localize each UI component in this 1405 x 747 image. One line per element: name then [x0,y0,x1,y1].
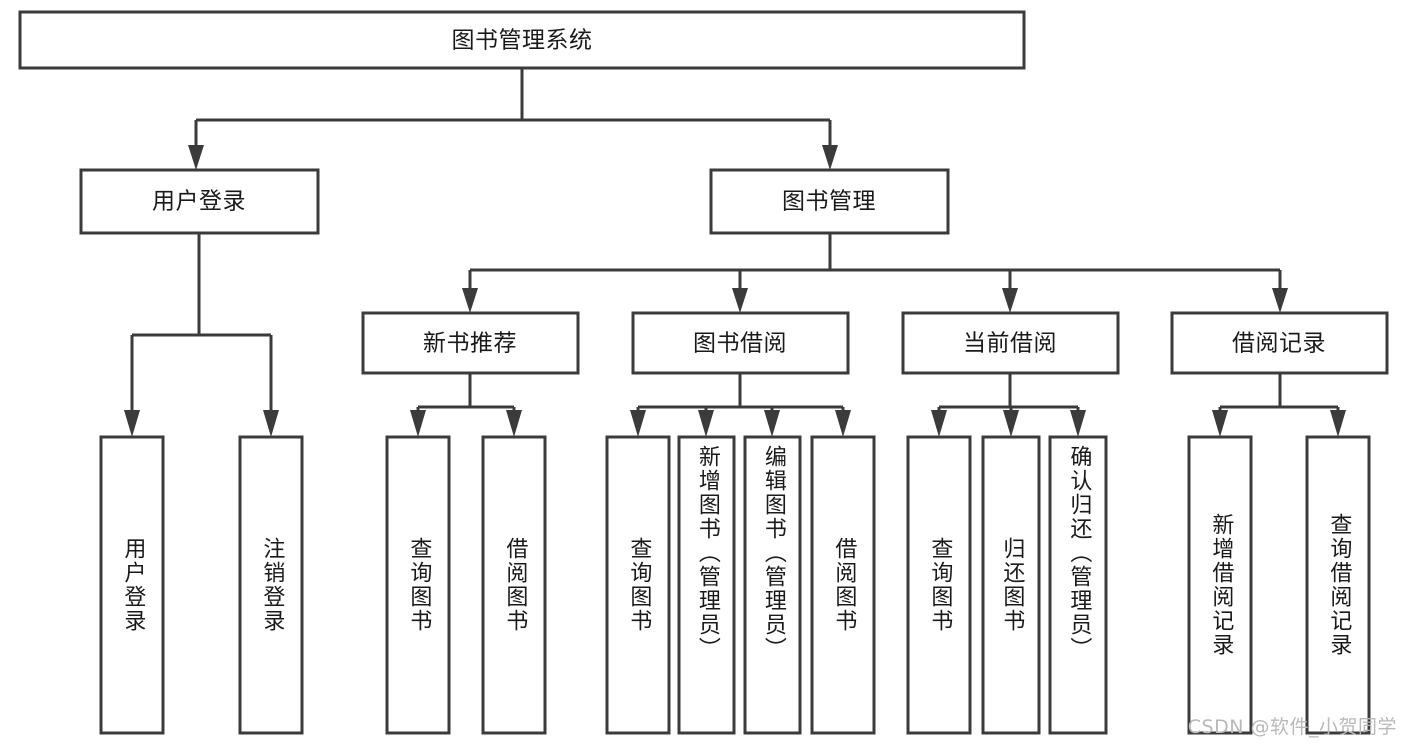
connector-layer [124,68,1346,437]
node-user-login-box[interactable] [79,168,320,235]
node-leaf-add-book-box[interactable] [677,435,736,735]
arrow-root-to-user-login-icon [188,145,204,170]
arrow-br-leaf-2-icon [1330,410,1346,437]
arrow-to-borrow-record-icon [1272,288,1288,313]
node-current-borrow[interactable]: 当前借阅 [901,311,1120,375]
node-book-borrow[interactable]: 图书借阅 [631,311,850,375]
node-book-manage-box[interactable] [709,168,950,235]
node-new-book-recommend-label: 新书推荐 [423,331,517,357]
arrow-bb-leaf-2-icon [698,410,714,437]
node-book-borrow-box[interactable] [631,311,850,375]
node-leaf-logout-box[interactable] [238,435,304,735]
arrow-cb-leaf-3-icon [1070,410,1086,437]
arrow-bb-leaf-1-icon [630,410,646,437]
node-book-borrow-label: 图书借阅 [693,331,787,357]
node-leaf-edit-book-box[interactable] [743,435,802,735]
arrow-to-new-book-recommend-icon [462,288,478,313]
node-current-borrow-box[interactable] [901,311,1120,375]
arrow-nbr-leaf-2-icon [506,410,522,437]
node-root-box[interactable] [18,10,1026,70]
arrow-nbr-leaf-1-icon [410,410,426,437]
node-leaf-borrow-book-1-box[interactable] [481,435,547,735]
node-leaf-add-record-box[interactable] [1187,435,1253,735]
node-current-borrow-label: 当前借阅 [963,331,1057,357]
node-leaf-query-record-box[interactable] [1305,435,1371,735]
node-leaf-borrow-book-2-box[interactable] [810,435,876,735]
node-borrow-record-box[interactable] [1170,311,1389,375]
leaf-box-layer [99,435,1371,735]
node-leaf-query-book-2-box[interactable] [605,435,671,735]
arrow-bb-leaf-4-icon [835,410,851,437]
node-new-book-recommend[interactable]: 新书推荐 [361,311,580,375]
arrow-root-to-book-manage-icon [822,145,838,170]
node-root[interactable]: 图书管理系统 [18,10,1026,70]
arrow-to-current-borrow-icon [1002,288,1018,313]
node-book-manage-label: 图书管理 [782,189,876,215]
node-borrow-record[interactable]: 借阅记录 [1170,311,1389,375]
node-leaf-query-book-3-box[interactable] [906,435,972,735]
arrow-bb-leaf-3-icon [764,410,780,437]
node-leaf-query-book-1-box[interactable] [385,435,451,735]
node-root-label: 图书管理系统 [452,28,593,54]
node-new-book-recommend-box[interactable] [361,311,580,375]
arrow-br-leaf-1-icon [1212,410,1228,437]
node-user-login-label: 用户登录 [152,189,246,215]
node-leaf-user-login-box[interactable] [99,435,165,735]
node-leaf-confirm-return-box[interactable] [1048,435,1108,735]
node-book-manage[interactable]: 图书管理 [709,168,950,235]
arrow-user-login-leaf-2-icon [263,410,279,437]
node-leaf-return-book-box[interactable] [981,435,1041,735]
arrow-user-login-leaf-1-icon [124,410,140,437]
arrow-cb-leaf-2-icon [1003,410,1019,437]
node-borrow-record-label: 借阅记录 [1232,331,1326,357]
arrow-cb-leaf-1-icon [931,410,947,437]
csdn-watermark: CSDN @软件_小贺同学 [1187,716,1397,738]
arrow-to-book-borrow-icon [732,288,748,313]
node-user-login[interactable]: 用户登录 [79,168,320,235]
